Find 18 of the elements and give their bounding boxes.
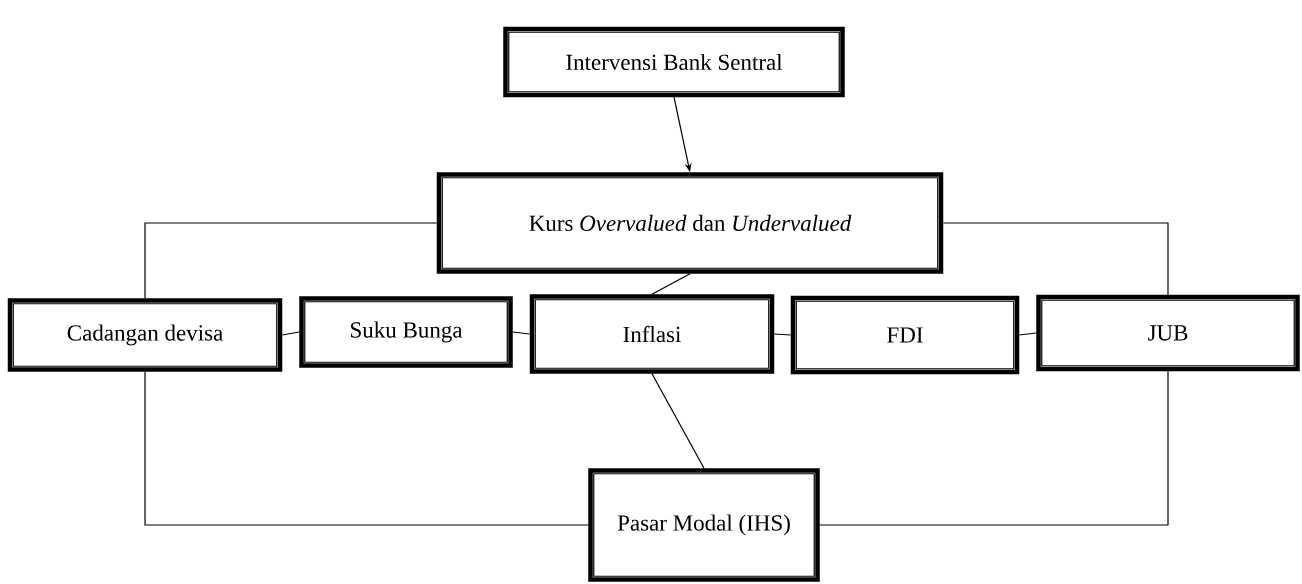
connector [651,373,705,469]
connector [942,222,1169,296]
connector [1018,332,1037,336]
double-bordered-box: Intervensi Bank Sentral [503,26,845,98]
connector [773,333,792,336]
double-bordered-box: JUB [1036,294,1300,372]
double-bordered-box: FDI [790,295,1020,375]
double-bordered-box: Kurs Overvalued dan Undervalued [436,172,944,274]
connector [144,222,438,299]
connector [651,273,691,295]
double-bordered-box: Inflasi [529,294,775,374]
connector [819,370,1169,526]
double-bordered-box: Pasar Modal (IHS) [588,468,820,582]
connector [281,331,300,336]
connector [144,371,589,526]
double-bordered-box: Suku Bunga [299,296,513,368]
connector [512,331,531,335]
double-bordered-box: Cadangan devisa [7,298,283,372]
